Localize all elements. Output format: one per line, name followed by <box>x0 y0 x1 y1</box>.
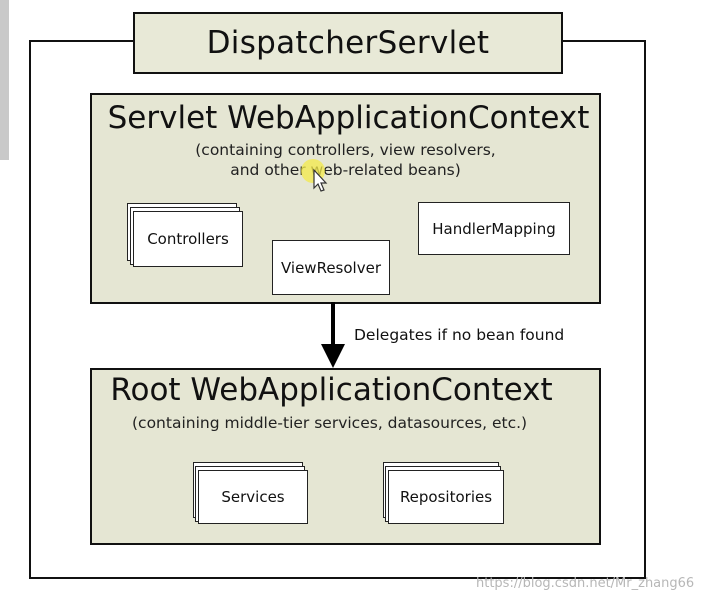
watermark-text: https://blog.csdn.net/Mr_zhang66 <box>476 576 695 591</box>
services-bean-label: Services <box>221 488 285 506</box>
servlet-context-subtitle-line1: (containing controllers, view resolvers, <box>195 141 496 159</box>
handler-mapping-bean-label: HandlerMapping <box>432 219 556 238</box>
servlet-context-title: Servlet WebApplicationContext <box>107 100 590 136</box>
window-edge-strip <box>0 0 9 160</box>
mouse-pointer-icon <box>301 159 328 192</box>
delegation-label: Delegates if no bean found <box>354 326 565 344</box>
services-bean: Services <box>198 470 308 524</box>
servlet-context-box: Servlet WebApplicationContext (containin… <box>90 93 601 304</box>
dispatcher-servlet-label: DispatcherServlet <box>206 25 490 61</box>
repositories-bean: Repositories <box>388 470 504 524</box>
repositories-bean-label: Repositories <box>399 488 493 506</box>
view-resolver-bean-label: ViewResolver <box>280 258 381 277</box>
root-context-title: Root WebApplicationContext <box>110 372 553 408</box>
view-resolver-bean: ViewResolver <box>272 240 390 295</box>
root-context-box: Root WebApplicationContext (containing m… <box>90 368 601 545</box>
controllers-bean-label: Controllers <box>147 230 229 248</box>
handler-mapping-bean: HandlerMapping <box>418 202 570 255</box>
root-context-subtitle: (containing middle-tier services, dataso… <box>132 414 528 432</box>
dispatcher-servlet-title: DispatcherServlet <box>133 12 563 74</box>
delegation-arrow-icon <box>321 302 345 368</box>
servlet-context-subtitle-line2: and other web-related beans) <box>230 161 461 179</box>
controllers-bean: Controllers <box>133 211 243 267</box>
